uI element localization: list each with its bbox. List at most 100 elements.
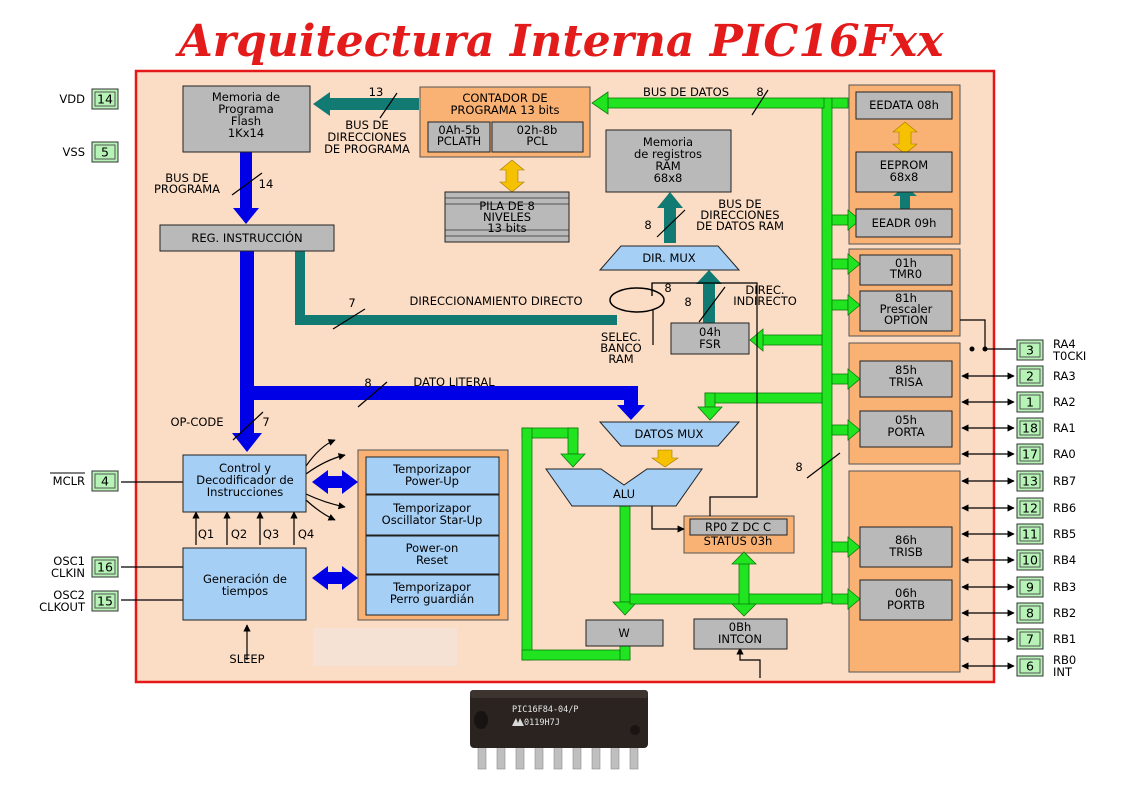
pin-box-inner [94,559,116,575]
blue-blocks [182,454,500,621]
pin-name: RB5 [1053,527,1076,541]
pin-number: 14 [97,92,113,107]
pin-box-inner [1019,342,1041,358]
pin-box-inner [1019,631,1041,647]
pin-box [1016,655,1044,677]
pin-number: 11 [1022,527,1038,542]
pin-box [1016,417,1044,439]
pin-box-inner [1019,394,1041,410]
direc-indirecto-width: 8 [684,295,691,309]
pin-name: RB7 [1053,474,1076,488]
chip-part-number: PIC16F84-04/P [512,705,579,715]
bus-width-ticks [231,89,841,479]
pin-number: 7 [1026,632,1034,647]
pin-box-inner [94,593,116,609]
pin-box [1016,549,1044,571]
pin-box-inner [1019,552,1041,568]
pin-name: RB4 [1053,553,1076,567]
q4-label: Q4 [298,527,314,541]
pin-number: 2 [1026,369,1034,384]
eeadr-label: EEADR 09h [872,216,937,230]
pin-box-inner [1019,446,1041,462]
chip-lot-code: 0119H7J [524,718,560,728]
pin-box [1016,443,1044,465]
pin-box [91,470,119,492]
ra4-junction-dot-2 [969,346,975,352]
diagram-title: Arquitectura Interna PIC16Fxx [175,16,945,67]
pin-box [1016,470,1044,492]
pin-number: 8 [1026,606,1034,621]
pin-box [1016,339,1044,361]
data-bus [521,91,861,661]
pin-box [1016,365,1044,387]
pin-name: RA2 [1053,395,1076,409]
q1-label: Q1 [198,527,214,541]
pic16f84-chip-photo: PIC16F84-04/P 0119H7J [470,690,648,770]
datos-mux-shape [598,421,741,447]
pin-box [91,590,119,612]
dirmux-width: 8 [664,281,671,295]
faded-area [313,628,457,666]
pin-name: VSS [63,145,85,159]
program-bus [232,152,645,452]
dir-mux-label: DIR. MUX [642,251,695,265]
control-timers-arrows [312,470,358,590]
pin-box-inner [1019,605,1041,621]
pin-name: RB1 [1053,632,1076,646]
pin-box-inner [1019,526,1041,542]
pin-number: 6 [1026,659,1034,674]
pin-number: 13 [1022,474,1038,489]
pin-number: 3 [1026,343,1034,358]
pin-box-inner [94,473,116,489]
grey-blocks [159,85,953,650]
instruction-register-label: REG. INSTRUCCIÓN [191,230,302,245]
eedata-label: EEDATA 08h [869,98,939,112]
pin-number: 16 [97,560,113,575]
q3-label: Q3 [263,527,279,541]
q2-label: Q2 [231,527,247,541]
bus-programa-width: 14 [259,177,274,191]
w-register-label: W [618,626,629,640]
portb-panel [848,470,961,673]
pin-box [91,88,119,110]
port-pin-lines [961,372,1015,670]
dato-literal-width: 8 [364,376,371,390]
ports-bus-width: 8 [795,460,802,474]
pin-number: 10 [1022,553,1038,568]
sleep-label: SLEEP [229,652,264,666]
pin-box-inner [94,144,116,160]
address-bus [295,92,722,325]
ra4-junction-dot [982,346,988,352]
bus-dir-prog-width: 13 [369,85,384,99]
pin-number: 5 [101,145,109,160]
pin-number: 4 [101,474,109,489]
pin-box-inner [94,91,116,107]
datos-mux-label: DATOS MUX [635,427,704,441]
alu-shape [545,468,703,507]
bus-datos-width: 8 [756,85,763,99]
pin-box [91,141,119,163]
pin-number: 9 [1026,580,1034,595]
pin-name: RB2 [1053,606,1076,620]
